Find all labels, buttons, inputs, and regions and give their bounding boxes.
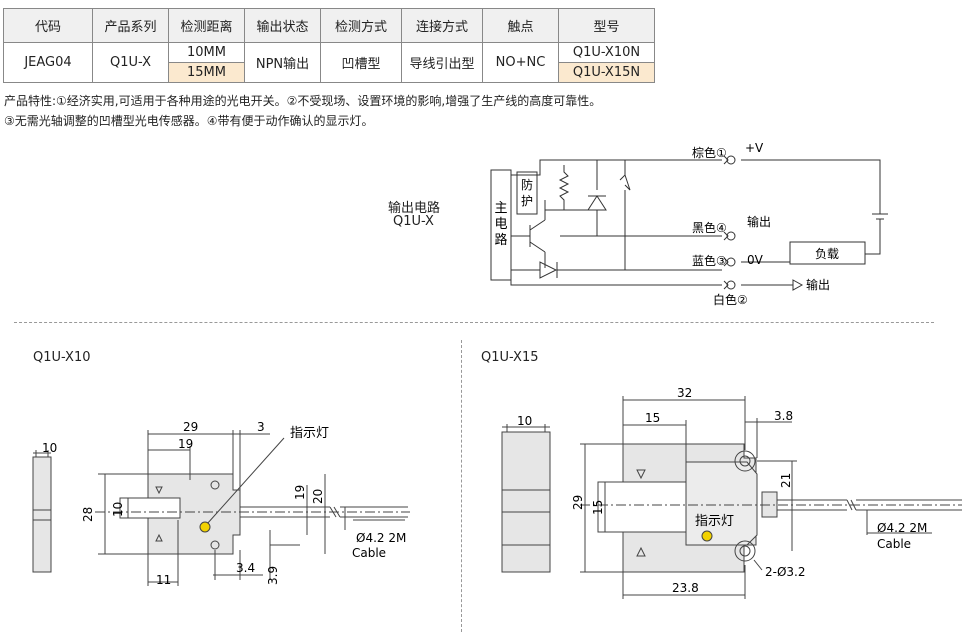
header-model: 型号 <box>558 8 655 43</box>
protection-box <box>516 171 538 215</box>
circuit-model: Q1U-X <box>393 214 434 229</box>
x15-indicator-lamp-icon <box>701 530 713 542</box>
circuit-title: 输出电路 <box>388 201 441 216</box>
x15-cable-spec: Ø4.2 2M <box>877 521 927 535</box>
x15-dimension-drawing: 10 32 15 3.8 29 15 21 23.8 2-Ø3.2 指示灯 Ø4… <box>501 386 962 599</box>
cell-contact: NO+NC <box>482 42 559 83</box>
connector-blue-icon <box>726 257 736 267</box>
zero-v-label: 0V <box>747 253 764 267</box>
x10-cable-label: Cable <box>352 546 386 560</box>
x10-side-view <box>32 456 52 573</box>
x10-indicator-lamp-icon <box>199 521 211 533</box>
x10-dimension-drawing: 10 29 19 3 28 10 19 20 11 3.4 3.9 指示灯 Ø4… <box>32 420 410 587</box>
header-code: 代码 <box>3 8 93 43</box>
product-features: 产品特性:①经济实用,可适用于各种用途的光电开关。②不受现场、设置环境的影响,增… <box>4 91 601 131</box>
x10-dim-3-9: 3.9 <box>266 566 280 585</box>
plus-v-label: +V <box>745 141 764 155</box>
x10-dim-19: 19 <box>178 437 193 451</box>
x15-holes-label: 2-Ø3.2 <box>765 565 806 579</box>
x15-dim-32: 32 <box>677 386 692 400</box>
output-label: 输出 <box>747 214 771 229</box>
x15-dim-29: 29 <box>571 495 585 510</box>
section-divider <box>14 322 934 323</box>
table-row: 15MM Q1U-X15N <box>4 62 655 83</box>
x10-cable-spec: Ø4.2 2M <box>356 531 406 545</box>
cell-code: JEAG04 <box>3 42 93 83</box>
x10-dim-29: 29 <box>183 420 198 434</box>
main-circuit-char-1: 主 <box>494 201 507 216</box>
x15-indicator-label: 指示灯 <box>695 514 734 529</box>
main-circuit-char-2: 电 <box>494 217 507 232</box>
connector-brown-icon <box>726 155 736 165</box>
cell-output: NPN输出 <box>244 42 321 83</box>
x10-title: Q1U-X10 <box>33 350 91 365</box>
protection-char-1: 防 <box>521 177 533 192</box>
wire-blue-label: 蓝色③ <box>692 254 727 268</box>
features-line-2: ③无需光轴调整的凹槽型光电传感器。④带有便于动作确认的显示灯。 <box>4 114 374 128</box>
x10-dim-20v: 20 <box>311 489 325 504</box>
x15-title: Q1U-X15 <box>481 350 539 365</box>
x10-indicator-label: 指示灯 <box>290 426 329 441</box>
x10-dim-3-4: 3.4 <box>236 561 255 575</box>
load-label: 负载 <box>815 247 839 261</box>
x15-dim-15v: 15 <box>591 500 605 515</box>
x15-dim-15: 15 <box>645 411 660 425</box>
main-circuit-box <box>490 169 512 281</box>
header-contact: 触点 <box>482 8 559 43</box>
protection-char-2: 护 <box>521 194 533 208</box>
output2-label: 输出 <box>806 277 830 292</box>
x15-cable-label: Cable <box>877 537 911 551</box>
x15-dim-21: 21 <box>779 473 793 488</box>
x10-dim-19v: 19 <box>293 485 307 500</box>
features-line-1: 产品特性:①经济实用,可适用于各种用途的光电开关。②不受现场、设置环境的影响,增… <box>4 94 602 108</box>
cell-distance-15: 15MM <box>168 62 245 83</box>
wire-black-label: 黑色④ <box>692 221 727 235</box>
x10-dim-11: 11 <box>156 573 171 587</box>
connector-black-icon <box>726 231 736 241</box>
header-connection: 连接方式 <box>401 8 483 43</box>
wire-white-label: 白色② <box>713 292 748 307</box>
load-box <box>789 241 866 265</box>
x10-dim-10w: 10 <box>42 441 57 455</box>
x15-dim-10w: 10 <box>517 414 532 428</box>
x10-front-body <box>147 473 241 555</box>
connector-white-icon <box>726 280 736 290</box>
wire-brown-label: 棕色① <box>692 145 727 160</box>
x10-dim-28: 28 <box>81 507 95 522</box>
drawings-divider <box>461 340 462 632</box>
header-method: 检测方式 <box>320 8 402 43</box>
x15-side-view <box>501 431 551 573</box>
main-circuit-char-3: 路 <box>494 232 507 248</box>
x15-dim-23-8: 23.8 <box>672 581 699 595</box>
cell-connection: 导线引出型 <box>401 42 483 83</box>
table-row: JEAG04 Q1U-X 10MM NPN输出 凹槽型 导线引出型 NO+NC … <box>3 42 655 83</box>
table-header-row: 代码 产品系列 检测距离 输出状态 检测方式 连接方式 触点 型号 <box>3 8 655 43</box>
x15-dim-3-8: 3.8 <box>774 409 793 423</box>
connector-icons <box>723 155 736 290</box>
cell-method: 凹槽型 <box>320 42 402 83</box>
x10-dim-10: 10 <box>111 502 125 517</box>
cell-model-x15n: Q1U-X15N <box>558 62 655 83</box>
x10-dim-3: 3 <box>257 420 265 434</box>
spec-table: 代码 产品系列 检测距离 输出状态 检测方式 连接方式 触点 型号 JEAG04… <box>3 8 655 83</box>
cell-series: Q1U-X <box>92 42 169 83</box>
